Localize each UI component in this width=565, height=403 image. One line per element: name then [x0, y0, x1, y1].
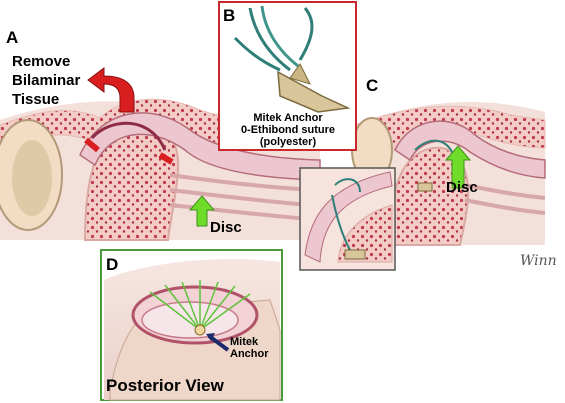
remove-label-line: Bilaminar — [12, 72, 81, 89]
panel-d — [100, 249, 283, 401]
panel-a-disc-label: Disc — [210, 219, 242, 236]
panel-a-letter: A — [6, 28, 19, 47]
caption-line: Mitek Anchor — [253, 112, 323, 124]
caption-line: 0-Ethibond suture — [240, 124, 336, 136]
remove-bilaminar-tissue-label: Remove Bilaminar Tissue — [12, 52, 80, 109]
panel-b-caption: Mitek Anchor 0-Ethibond suture (polyeste… — [221, 112, 355, 148]
posterior-view-label: Posterior View — [106, 376, 224, 395]
remove-label-line: Remove — [12, 53, 71, 70]
panel-d-letter: D — [106, 255, 119, 274]
panel-b-letter: B — [223, 6, 236, 25]
panel-c-disc-up-arrow-icon — [444, 145, 472, 189]
mitek-anchor-label: Mitek Anchor — [230, 336, 269, 360]
panel-c-letter: C — [366, 76, 379, 95]
caption-line: (polyester) — [259, 136, 317, 148]
panel-c-disc-label: Disc — [446, 179, 478, 196]
remove-tissue-curved-arrow-icon — [87, 67, 135, 113]
mitek-anchor-icon — [277, 70, 351, 113]
panel-a-disc-up-arrow-icon — [188, 195, 216, 227]
panel-b — [218, 1, 357, 151]
panel-c-inset — [299, 167, 396, 271]
anchor-label-line: Anchor — [230, 348, 269, 360]
panel-c-anatomy — [351, 102, 546, 246]
panel-b-frame — [218, 1, 357, 151]
remove-label-line: Tissue — [12, 91, 60, 108]
signature: Winn — [520, 253, 557, 269]
anchor-label-line: Mitek — [230, 336, 259, 348]
